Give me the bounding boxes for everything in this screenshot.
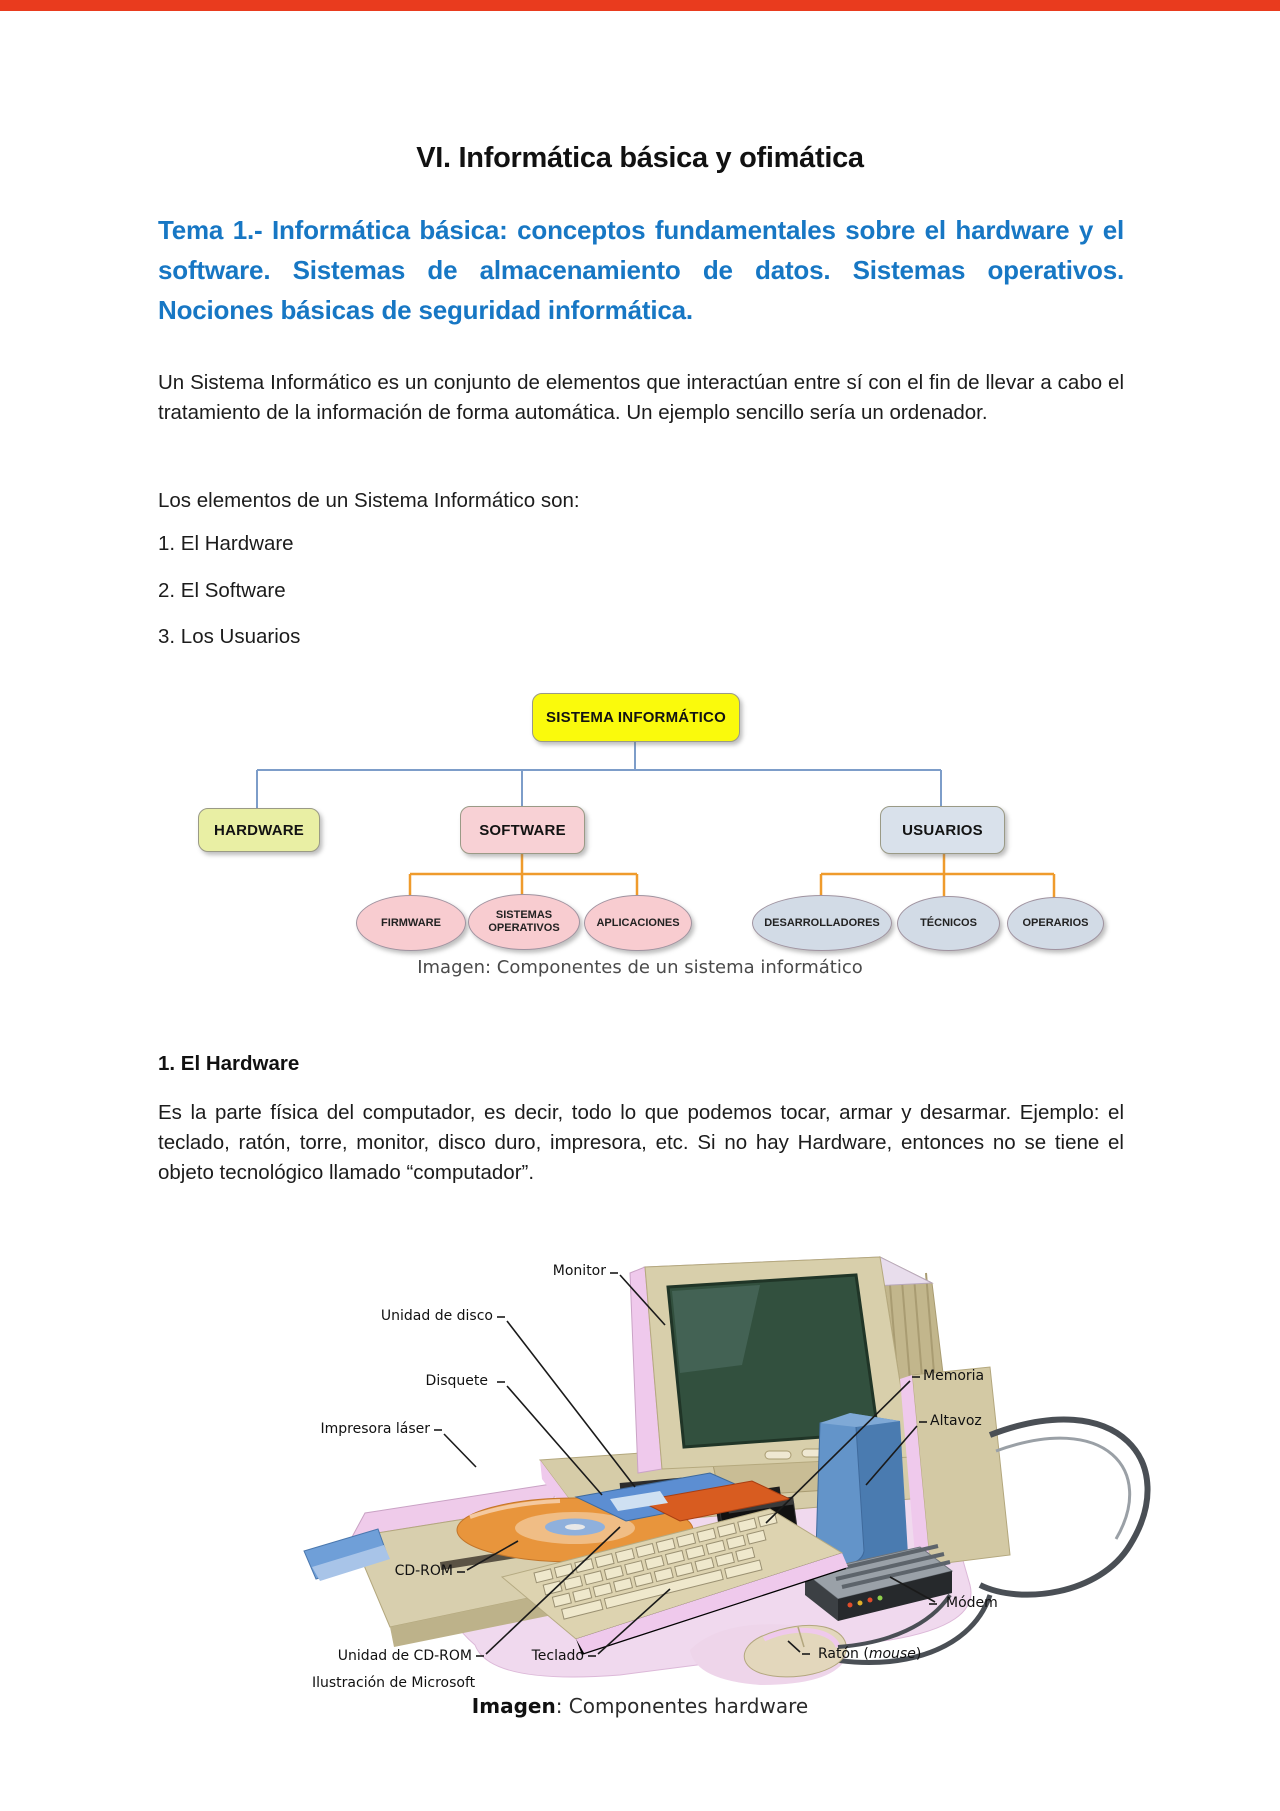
tema-heading: Tema 1.- Informática básica: conceptos f… <box>158 215 1124 325</box>
list-item-software: 2. El Software <box>158 579 286 602</box>
diagram-node-usuarios: USUARIOS <box>880 806 1005 854</box>
diagram-node-tecnicos: TÉCNICOS <box>897 896 1000 951</box>
label-teclado: Teclado <box>531 1648 584 1664</box>
illustration-credit: Ilustración de Microsoft <box>312 1675 476 1691</box>
diagram-node-hardware: HARDWARE <box>198 808 320 852</box>
label-modem: Módem <box>946 1595 998 1611</box>
list-item-usuarios: 3. Los Usuarios <box>158 625 301 648</box>
diagram-caption: Imagen: Componentes de un sistema inform… <box>417 957 863 978</box>
label-impresora-laser: Impresora láser <box>320 1421 431 1437</box>
label-memoria: Memoria <box>923 1368 985 1384</box>
diagram-node-sistemas-operativos: SISTEMAS OPERATIVOS <box>468 894 580 950</box>
top-red-bar <box>0 0 1280 11</box>
label-unidad-de-disco: Unidad de disco <box>380 1308 493 1324</box>
hardware-section-heading: 1. El Hardware <box>158 1052 300 1075</box>
diagram-node-firmware: FIRMWARE <box>356 895 466 951</box>
modem-shape <box>803 1544 954 1621</box>
label-raton-close: ) <box>915 1646 922 1662</box>
label-raton-text: Ratón ( <box>818 1646 869 1662</box>
list-item-hardware: 1. El Hardware <box>158 532 294 555</box>
diagram-node-software: SOFTWARE <box>460 806 585 854</box>
diagram-connector-lines <box>256 740 1056 898</box>
label-cd-rom: CD-ROM <box>394 1563 453 1579</box>
hardware-caption-rest: : Componentes hardware <box>555 1694 809 1718</box>
mouse-shape <box>743 1593 952 1678</box>
label-disquete: Disquete <box>425 1373 488 1389</box>
hardware-caption-bold: Imagen <box>471 1694 556 1718</box>
intro-paragraph: Un Sistema Informático es un conjunto de… <box>158 371 1124 424</box>
diagram-node-operarios: OPERARIOS <box>1007 897 1104 950</box>
label-monitor: Monitor <box>552 1263 606 1279</box>
label-raton-mouse: Ratón (mouse) <box>818 1646 921 1662</box>
speaker-shape <box>815 1413 908 1568</box>
label-leader-lines <box>434 1272 937 1657</box>
page-title: VI. Informática básica y ofimática <box>416 142 864 174</box>
hardware-illustration: Monitor Unidad de disco Disquete Impreso… <box>290 1255 1190 1705</box>
keyboard-shape <box>500 1508 848 1655</box>
floppy-disk-shape <box>574 1472 792 1522</box>
label-unidad-de-cd-rom: Unidad de CD-ROM <box>337 1648 472 1664</box>
label-raton-italic: mouse <box>868 1646 916 1662</box>
hardware-paragraph: Es la parte física del computador, es de… <box>158 1101 1124 1184</box>
diagram-node-sistema-informatico: SISTEMA INFORMÁTICO <box>532 693 740 742</box>
elements-lead-in: Los elementos de un Sistema Informático … <box>158 489 580 512</box>
diagram-node-aplicaciones: APLICACIONES <box>584 895 692 951</box>
hardware-caption: Imagen: Componentes hardware <box>0 1694 1280 1718</box>
hardware-clipart <box>303 1256 1151 1685</box>
label-altavoz: Altavoz <box>930 1413 982 1429</box>
system-diagram: SISTEMA INFORMÁTICO HARDWARE SOFTWARE US… <box>0 680 1280 990</box>
diagram-node-desarrolladores: DESARROLLADORES <box>752 895 892 951</box>
